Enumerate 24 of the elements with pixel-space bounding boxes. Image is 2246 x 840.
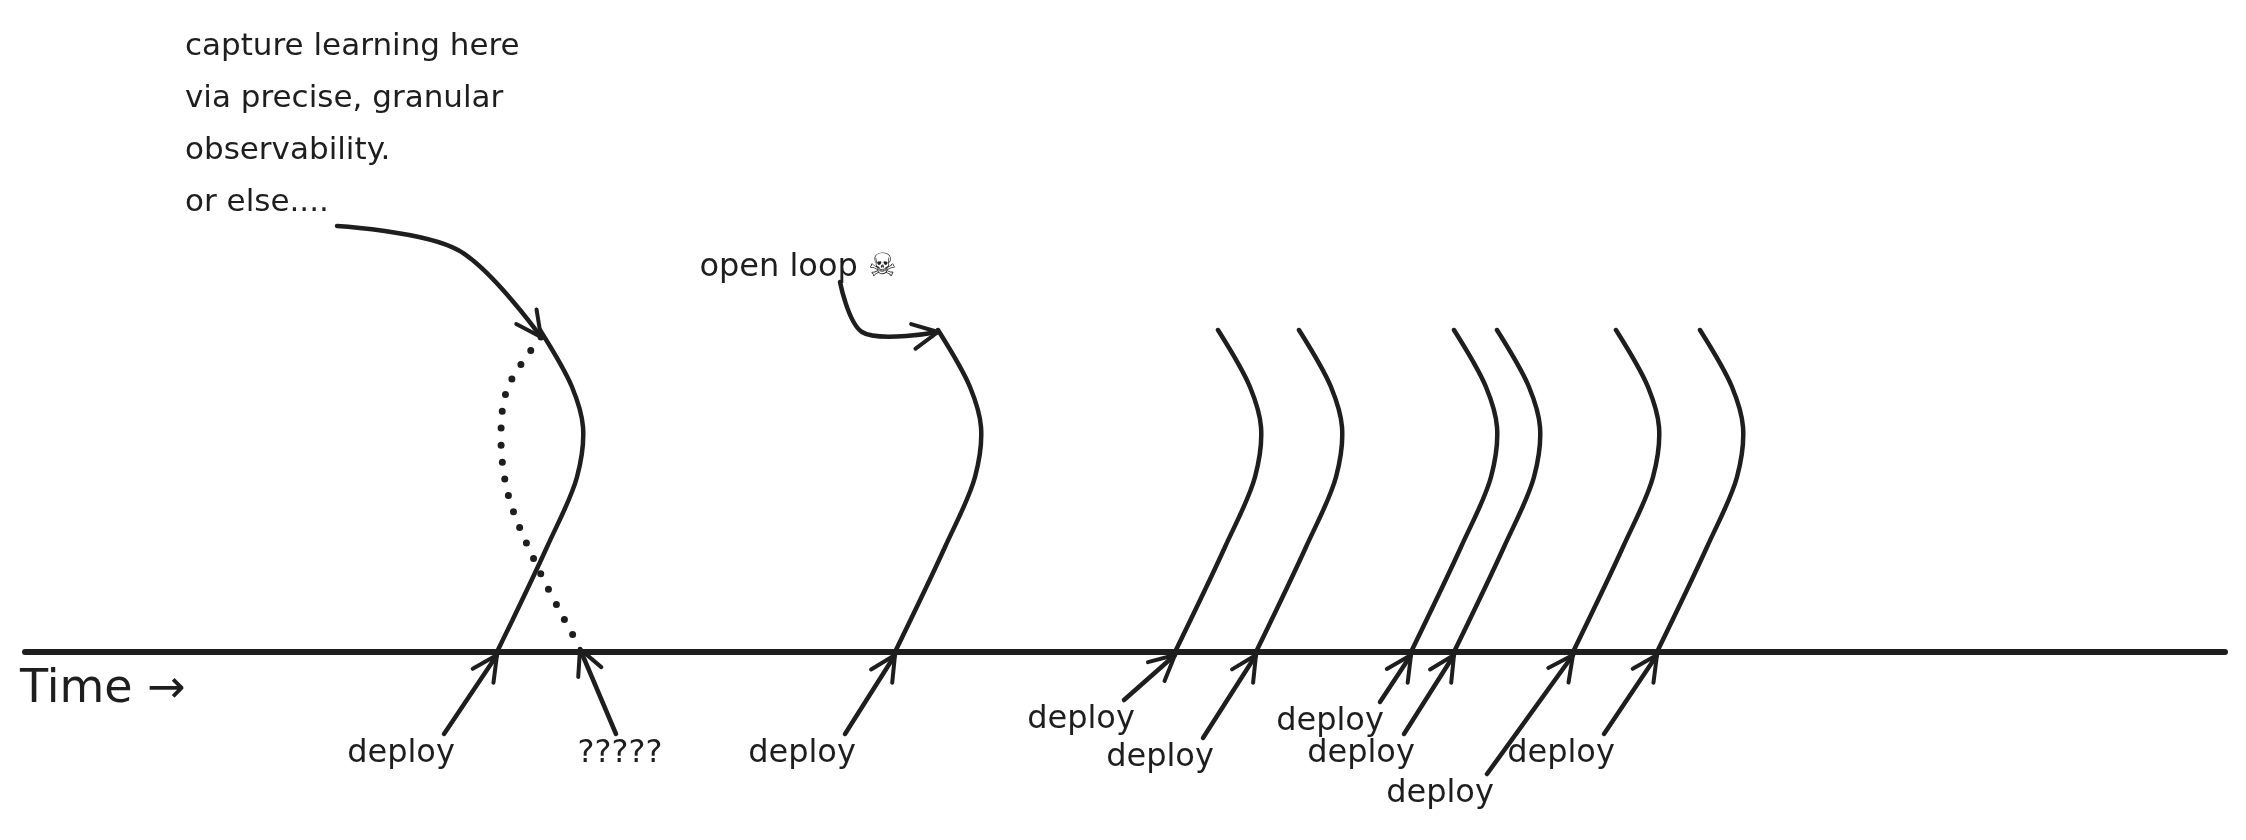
arrow (842, 652, 898, 737)
arrow (1121, 652, 1178, 703)
annotation-text: or else.... (185, 181, 330, 220)
arrow (441, 652, 500, 737)
event-label: open loop ☠ (699, 248, 897, 282)
arrow (1484, 652, 1576, 777)
event-label: ????? (577, 734, 663, 768)
arrow (334, 223, 544, 340)
annotation-text: capture learning here via precise, granular observability. (185, 25, 521, 168)
arrow (576, 646, 619, 737)
event-label: deploy (1386, 774, 1494, 808)
event-label: deploy (748, 734, 856, 768)
arrow (1401, 652, 1457, 737)
event-label: deploy (1276, 702, 1384, 736)
event-label: deploy (1507, 734, 1615, 768)
timeline-axis (22, 649, 2228, 655)
event-label: deploy (347, 734, 455, 768)
event-label: deploy (1027, 700, 1135, 734)
event-label: deploy (1106, 738, 1214, 772)
axis-label: Time → (20, 660, 186, 712)
arrow (1200, 652, 1259, 741)
arrow (837, 279, 941, 351)
arrow (1377, 652, 1414, 705)
arrow (1601, 652, 1660, 737)
